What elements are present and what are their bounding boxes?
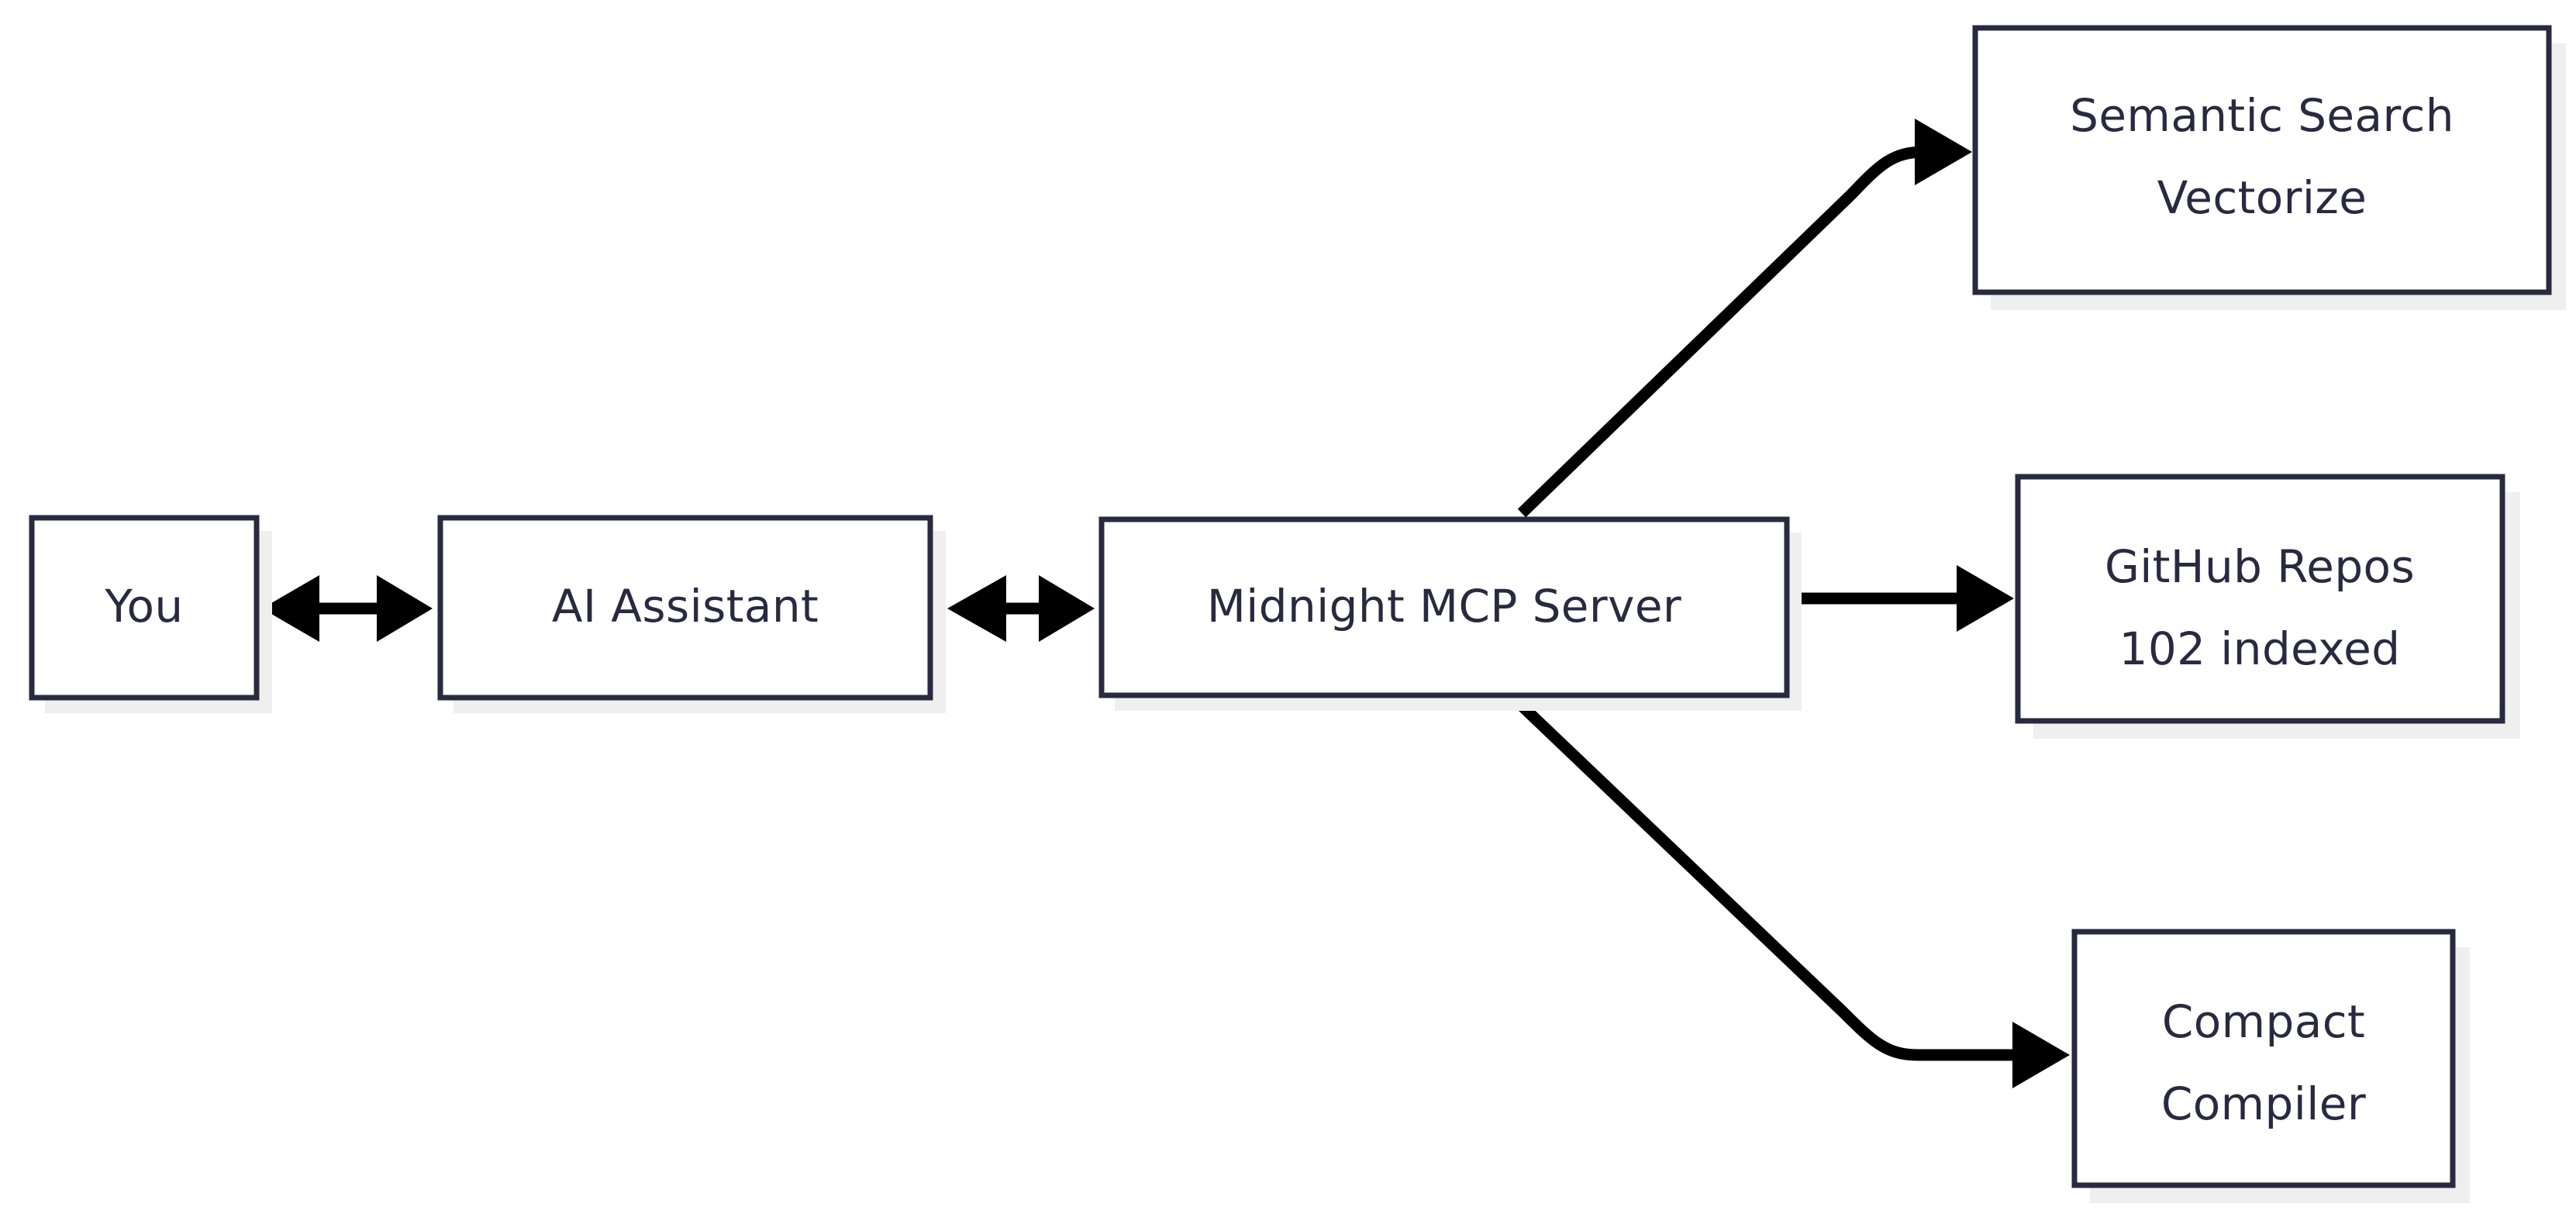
edge-midnight-mcp-server-semantic-search bbox=[1517, 119, 1972, 518]
node-box bbox=[2071, 929, 2456, 1188]
arrowhead-right-icon bbox=[1915, 119, 1972, 185]
node-compact-compiler[interactable]: Compact Compiler bbox=[2071, 929, 2470, 1203]
edge-ai-assistant-midnight-mcp-server bbox=[947, 575, 1095, 642]
node-semantic-search[interactable]: Semantic Search Vectorize bbox=[1972, 25, 2566, 310]
node-label-ai-assistant: AI Assistant bbox=[552, 580, 819, 633]
node-label-compact-compiler-line1: Compact bbox=[2162, 995, 2365, 1048]
node-label-you: You bbox=[104, 580, 183, 633]
node-midnight-mcp-server[interactable]: Midnight MCP Server bbox=[1098, 516, 1802, 711]
edge-curve bbox=[1509, 693, 2026, 1061]
edge-you-ai-assistant bbox=[262, 575, 433, 642]
arrowhead-right-icon bbox=[2012, 1022, 2070, 1088]
node-label-compact-compiler-line2: Compiler bbox=[2161, 1077, 2366, 1130]
node-github-repos[interactable]: GitHub Repos 102 indexed bbox=[2015, 474, 2520, 739]
edge-curve bbox=[1517, 146, 1930, 518]
arrowhead-right-icon bbox=[1957, 565, 2014, 632]
node-box bbox=[1972, 25, 2552, 295]
arrowhead-left-icon bbox=[262, 575, 319, 642]
node-box bbox=[437, 515, 933, 701]
node-box bbox=[1098, 516, 1790, 698]
node-label-midnight-mcp-server: Midnight MCP Server bbox=[1207, 580, 1681, 633]
arrowhead-left-icon bbox=[947, 575, 1006, 642]
node-label-github-repos-line1: GitHub Repos bbox=[2105, 540, 2415, 593]
arrowhead-right-icon bbox=[1039, 575, 1095, 642]
node-you[interactable]: You bbox=[29, 515, 272, 713]
node-label-semantic-search-line1: Semantic Search bbox=[2070, 89, 2454, 142]
edge-midnight-mcp-server-compact-compiler bbox=[1509, 693, 2070, 1088]
node-ai-assistant[interactable]: AI Assistant bbox=[437, 515, 946, 713]
arrowhead-right-icon bbox=[377, 575, 433, 642]
node-label-github-repos-line2: 102 indexed bbox=[2119, 622, 2401, 675]
node-box bbox=[29, 515, 260, 701]
node-label-semantic-search-line2: Vectorize bbox=[2157, 171, 2367, 224]
edge-midnight-mcp-server-github-repos bbox=[1788, 565, 2014, 632]
node-box bbox=[2015, 474, 2505, 724]
